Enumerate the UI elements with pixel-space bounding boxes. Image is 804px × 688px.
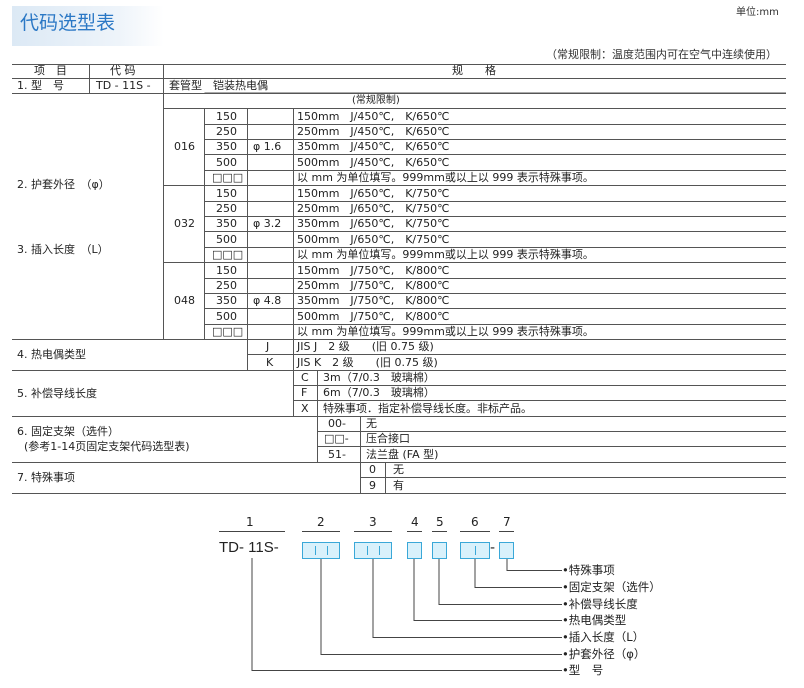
- digit-4: 4: [411, 515, 419, 529]
- tc-type-code: J: [266, 340, 270, 353]
- bracket-spec: 无: [366, 417, 377, 430]
- unit-label: 单位:mm: [736, 7, 779, 18]
- digit-3: 3: [369, 515, 377, 529]
- lead-code: F: [301, 386, 308, 399]
- special-code: 0: [369, 463, 376, 476]
- spec-table-grid: [12, 64, 786, 494]
- lead-code: X: [301, 402, 309, 415]
- len-code: 350: [216, 140, 237, 153]
- len-spec: 500mm J/750℃, K/800℃: [297, 310, 450, 323]
- title-band: [12, 6, 164, 46]
- bracket-sublabel: (参考1-14页固定支架代码选型表): [24, 440, 190, 453]
- normal-limit-label: (常规限制): [352, 95, 400, 106]
- len-spec: 150mm J/450℃, K/650℃: [297, 110, 450, 123]
- len-code: 350: [216, 294, 237, 307]
- model-spec: 套管型 铠装热电偶: [169, 79, 268, 92]
- usage-note: （常规限制：温度范围内可在空气中连续使用）: [546, 48, 777, 61]
- code-diagram-lines: [219, 531, 562, 671]
- dia-label: 2. 护套外径 （φ）: [17, 178, 110, 191]
- code-box-diameter: [302, 542, 340, 559]
- code-box-special: [499, 542, 514, 559]
- dia-value-048: φ 4.8: [253, 294, 282, 307]
- len-code: 150: [216, 187, 237, 200]
- len-code: 350: [216, 217, 237, 230]
- digit-1: 1: [246, 515, 254, 529]
- code-box-length: [354, 542, 392, 559]
- code-box-bracket: [460, 542, 490, 559]
- code-box-tc-type: [407, 542, 422, 559]
- diagram-label-diameter: •护套外径（φ）: [562, 647, 646, 661]
- dia-value-032: φ 3.2: [253, 217, 282, 230]
- len-label: 3. 插入长度 （L）: [17, 243, 109, 256]
- diagram-label-length: •插入长度（L）: [562, 630, 645, 644]
- bracket-spec: 法兰盘 (FA 型): [366, 448, 439, 461]
- len-spec: 350mm J/450℃, K/650℃: [297, 140, 450, 153]
- len-spec: 以 mm 为单位填写。999mm或以上以 999 表示特殊事项。: [297, 248, 594, 261]
- lead-code: C: [301, 371, 309, 384]
- dia-code-048: 048: [174, 294, 195, 307]
- bracket-dash: -: [490, 540, 496, 556]
- len-code: □□□: [212, 248, 244, 261]
- len-code: 150: [216, 110, 237, 123]
- len-spec: 250mm J/750℃, K/800℃: [297, 279, 450, 292]
- diagram-label-lead: •补偿导线长度: [562, 597, 638, 611]
- len-code: 500: [216, 310, 237, 323]
- len-code: □□□: [212, 171, 244, 184]
- digit-5: 5: [436, 515, 444, 529]
- len-code: 500: [216, 233, 237, 246]
- code-box-lead: [432, 542, 447, 559]
- page-title: 代码选型表: [20, 12, 116, 34]
- len-spec: 以 mm 为单位填写。999mm或以上以 999 表示特殊事项。: [297, 325, 594, 338]
- len-spec: 350mm J/650℃, K/750℃: [297, 217, 450, 230]
- tc-type-spec: JIS K 2 级 (旧 0.75 级): [297, 356, 438, 369]
- col-header-spec: 规 格: [452, 64, 496, 77]
- dia-code-016: 016: [174, 140, 195, 153]
- len-code: 250: [216, 202, 237, 215]
- len-code: 250: [216, 279, 237, 292]
- bracket-spec: 压合接口: [366, 432, 410, 445]
- model-code: TD - 11S -: [96, 79, 151, 92]
- len-code: 500: [216, 156, 237, 169]
- special-code: 9: [369, 479, 376, 492]
- lead-spec: 3m（7/0.3 玻璃棉）: [323, 371, 435, 384]
- digit-2: 2: [317, 515, 325, 529]
- len-spec: 500mm J/450℃, K/650℃: [297, 156, 450, 169]
- bracket-code: □□-: [324, 432, 349, 445]
- len-code: □□□: [212, 325, 244, 338]
- len-spec: 以 mm 为单位填写。999mm或以上以 999 表示特殊事项。: [297, 171, 594, 184]
- tc-type-code: K: [266, 356, 274, 369]
- digit-6: 6: [471, 515, 479, 529]
- len-spec: 150mm J/650℃, K/750℃: [297, 187, 450, 200]
- model-label: 1. 型 号: [17, 79, 64, 92]
- diagram-label-bracket: •固定支架（选件）: [562, 580, 661, 594]
- len-spec: 250mm J/450℃, K/650℃: [297, 125, 450, 138]
- bracket-code: 51-: [328, 448, 346, 461]
- col-header-item: 项 目: [34, 64, 67, 77]
- col-header-code: 代 码: [110, 64, 136, 77]
- len-code: 150: [216, 264, 237, 277]
- lead-spec: 6m（7/0.3 玻璃棉）: [323, 386, 435, 399]
- dia-value-016: φ 1.6: [253, 140, 282, 153]
- special-label: 7. 特殊事项: [17, 471, 75, 484]
- len-spec: 500mm J/650℃, K/750℃: [297, 233, 450, 246]
- len-code: 250: [216, 125, 237, 138]
- digit-7: 7: [503, 515, 511, 529]
- bracket-code: 00-: [328, 417, 346, 430]
- len-spec: 250mm J/650℃, K/750℃: [297, 202, 450, 215]
- bracket-label: 6. 固定支架（选件）: [17, 425, 119, 438]
- diagram-label-special: •特殊事项: [562, 563, 615, 577]
- lead-length-label: 5. 补偿导线长度: [17, 387, 97, 400]
- diagram-label-tc-type: •热电偶类型: [562, 613, 627, 627]
- len-spec: 350mm J/750℃, K/800℃: [297, 294, 450, 307]
- lead-spec: 特殊事项．指定补偿导线长度。非标产品。: [323, 402, 532, 415]
- diagram-label-model: •型 号: [562, 663, 604, 677]
- special-spec: 无: [393, 463, 404, 476]
- model-prefix: TD- 11S-: [219, 539, 279, 556]
- tc-type-label: 4. 热电偶类型: [17, 348, 86, 361]
- tc-type-spec: JIS J 2 级 (旧 0.75 级): [297, 340, 434, 353]
- len-spec: 150mm J/750℃, K/800℃: [297, 264, 450, 277]
- dia-code-032: 032: [174, 217, 195, 230]
- special-spec: 有: [393, 479, 404, 492]
